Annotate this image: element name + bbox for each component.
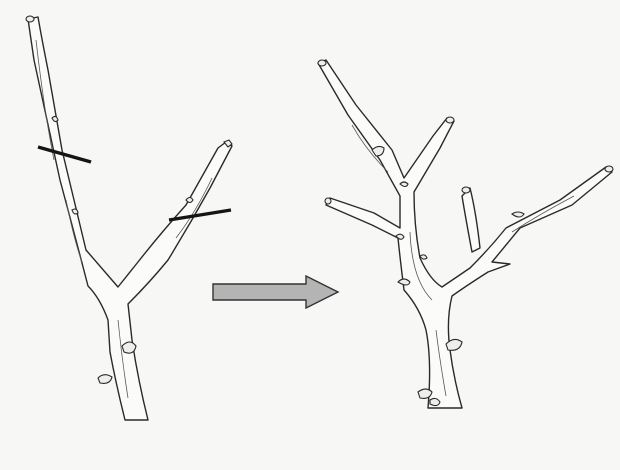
tip-bud: [318, 60, 326, 66]
side-bud: [98, 375, 112, 384]
side-bud: [122, 342, 136, 353]
pruned-main-stem: [318, 60, 612, 408]
bud: [396, 234, 404, 239]
lateral-shoot: [462, 188, 480, 252]
tip-bud: [605, 166, 613, 172]
tip-bud: [462, 187, 470, 193]
right-arrow-icon: [213, 276, 338, 308]
tip-bud: [325, 198, 331, 204]
tip-bud: [446, 117, 454, 123]
branch-before-pruning: [26, 16, 232, 420]
bud: [512, 212, 524, 217]
bud: [372, 146, 384, 156]
side-bud: [430, 398, 440, 405]
bud: [420, 255, 427, 259]
bud: [186, 198, 193, 203]
bud: [398, 279, 410, 285]
tip-bud: [26, 16, 34, 22]
unpruned-main-stem: [28, 17, 232, 420]
branch-after-pruning: [318, 60, 613, 408]
